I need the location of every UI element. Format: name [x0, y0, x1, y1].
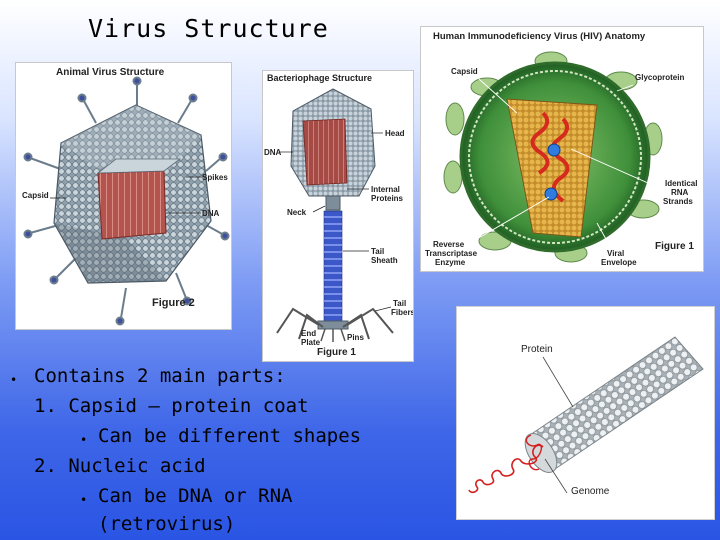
animal-virus-figure: Animal Virus Structure [15, 62, 232, 330]
animal-label-dna: DNA [202, 209, 220, 218]
phage-figure-caption: Figure 1 [317, 347, 356, 358]
animal-figure-caption: Figure 2 [152, 297, 195, 309]
animal-label-capsid: Capsid [22, 191, 49, 200]
hiv-illustration [443, 51, 663, 263]
hiv-label-rna: RNA [671, 188, 689, 197]
phage-label-head: Head [385, 129, 405, 138]
tmv-label-genome: Genome [571, 486, 610, 497]
bullet-item-1-sub: Can be different shapes [98, 425, 362, 447]
tmv-label-protein: Protein [521, 344, 553, 355]
hiv-figure-caption: Figure 1 [655, 241, 694, 252]
phage-label-internal: Internal [371, 185, 400, 194]
phage-label-tail-2: Tail [393, 299, 407, 308]
bullet-dot-main: • [10, 373, 18, 387]
hiv-label-glycoprotein: Glycoprotein [635, 73, 685, 82]
bullet-main: Contains 2 main parts: [34, 365, 286, 387]
slide-title: Virus Structure [88, 14, 329, 43]
tmv-figure: Protein Genome [456, 306, 715, 520]
hiv-label-capsid: Capsid [451, 67, 478, 76]
bullet-item-2: 2. Nucleic acid [34, 455, 206, 477]
hiv-label-transcriptase: Transcriptase [425, 249, 478, 258]
phage-label-dna: DNA [264, 148, 282, 157]
hiv-label-identical: Identical [665, 179, 698, 188]
hiv-label-strands: Strands [663, 197, 693, 206]
bullet-dot-sub-1: • [80, 433, 88, 447]
hiv-label-enzyme: Enzyme [435, 258, 466, 267]
bullet-item-2-sub-cont: (retrovirus) [98, 513, 236, 535]
animal-virus-title: Animal Virus Structure [56, 67, 165, 78]
animal-label-spikes: Spikes [202, 173, 228, 182]
bacteriophage-title: Bacteriophage Structure [267, 73, 373, 83]
phage-label-end: End [301, 329, 317, 338]
bullet-dot-sub-2: • [80, 493, 88, 507]
bacteriophage-figure: Bacteriophage Structure [262, 70, 414, 362]
bacteriophage-illustration [276, 88, 394, 342]
phage-label-sheath: Sheath [371, 256, 398, 265]
hiv-label-reverse: Reverse [433, 240, 465, 249]
phage-label-pins: Pins [347, 333, 364, 342]
hiv-label-envelope: Envelope [601, 258, 637, 267]
hiv-figure: Human Immunodeficiency Virus (HIV) Anato… [420, 26, 704, 272]
bullet-item-2-sub: Can be DNA or RNA [98, 485, 293, 507]
tmv-illustration [468, 336, 704, 494]
hiv-label-viral: Viral [607, 249, 625, 258]
animal-virus-illustration [23, 76, 230, 326]
phage-label-plate: Plate [301, 338, 321, 347]
phage-label-proteins: Proteins [371, 194, 404, 203]
bullet-item-1: 1. Capsid – protein coat [34, 395, 309, 417]
hiv-title: Human Immunodeficiency Virus (HIV) Anato… [433, 31, 646, 42]
phage-label-tail: Tail [371, 247, 385, 256]
phage-label-neck: Neck [287, 208, 307, 217]
phage-label-fibers: Fibers [391, 308, 414, 317]
